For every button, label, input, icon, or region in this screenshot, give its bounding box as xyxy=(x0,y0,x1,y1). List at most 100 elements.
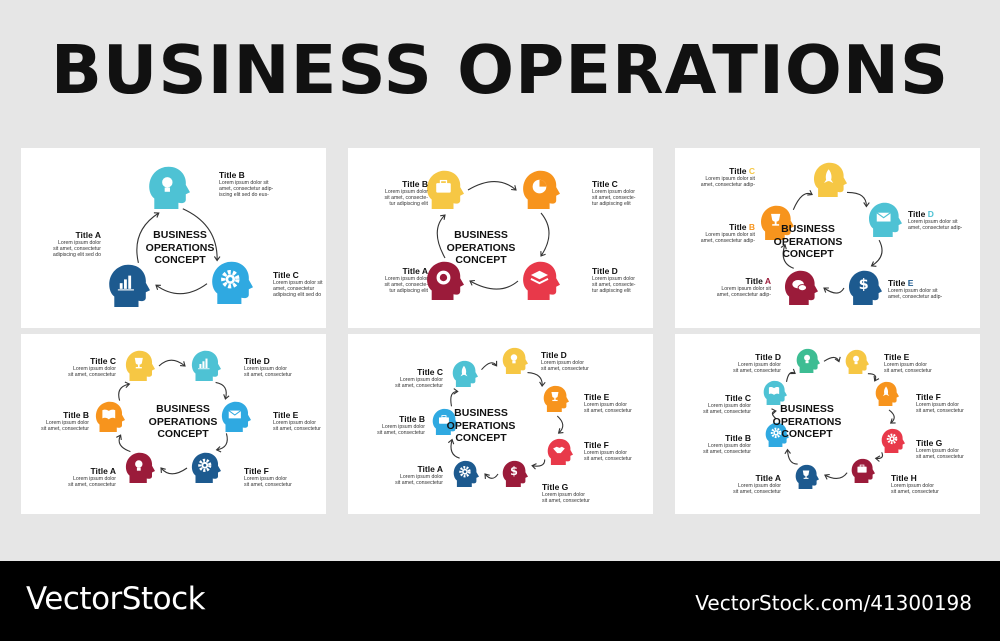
head-mail-icon xyxy=(221,401,251,432)
flow-arrow xyxy=(780,243,794,269)
step-description: amet, consectetur adip- xyxy=(716,292,771,298)
step-description: Lorem ipsum dolor xyxy=(708,403,751,409)
step-description: sit amet, consectetur xyxy=(395,480,443,486)
step-description: Lorem ipsum dolor xyxy=(400,474,443,480)
step-description: Lorem ipsum dolor xyxy=(382,424,425,430)
step-description: Lorem ipsum dolor xyxy=(58,240,101,246)
step-description: sit amet, consectetur xyxy=(703,409,751,415)
gear-icon xyxy=(198,458,212,472)
step-description: sit amet, consectetur xyxy=(703,449,751,455)
flow-arrow xyxy=(874,452,884,462)
step-description: tur adipiscing elit xyxy=(592,201,631,207)
step-title: Title E xyxy=(888,278,914,288)
chart-icon xyxy=(198,358,210,370)
chart-icon xyxy=(117,275,134,291)
trophy-icon xyxy=(771,213,781,226)
gear-icon xyxy=(770,427,782,439)
step-description: Lorem ipsum dolor xyxy=(73,476,116,482)
flow-arrow xyxy=(792,189,813,211)
head-rocket-icon xyxy=(814,162,847,197)
step-description: Lorem ipsum dolor sit xyxy=(721,286,771,292)
step-description: amet, consectetur adip- xyxy=(700,238,755,244)
cycle-diagram xyxy=(95,350,251,483)
head-trophy-icon xyxy=(125,350,155,381)
step-title: Title D xyxy=(592,266,618,276)
step-title: Title B xyxy=(399,414,425,424)
step-title: Title F xyxy=(916,392,941,402)
flow-arrow xyxy=(527,372,546,388)
head-lightbulb-icon xyxy=(125,452,155,483)
concept-line2: OPERATIONS xyxy=(446,241,516,254)
flow-arrow xyxy=(118,381,131,401)
flow-arrow xyxy=(160,467,188,475)
flow-arrow xyxy=(531,459,546,470)
flow-arrow xyxy=(870,239,883,267)
step-description: sit amet, consectetur xyxy=(542,498,590,504)
step-description: Lorem ipsum dolor xyxy=(592,276,635,282)
step-title: Title B xyxy=(219,170,245,180)
cycle-diagram xyxy=(109,166,253,307)
step-description: Lorem ipsum dolor xyxy=(385,276,428,282)
step-description: Lorem ipsum dolor xyxy=(542,492,585,498)
head-trophy-icon xyxy=(543,385,569,412)
step-description: Lorem ipsum dolor xyxy=(584,450,627,456)
step-description: sit amet, consectetur xyxy=(244,482,292,488)
flow-arrow xyxy=(481,360,498,371)
concept-line1: BUSINESS xyxy=(780,403,834,415)
head-chart-icon xyxy=(191,350,221,381)
chat-icon xyxy=(792,279,807,292)
brand-logo: VectorStock xyxy=(26,581,206,617)
step-title: Title E xyxy=(584,392,610,402)
flow-arrow xyxy=(556,415,564,434)
dollar-icon: $ xyxy=(510,465,518,478)
step-description: Lorem ipsum dolor xyxy=(400,377,443,383)
head-lightbulb-icon xyxy=(845,349,869,374)
flow-arrow xyxy=(484,473,499,479)
step-description: sit amet, consectetur xyxy=(916,454,964,460)
layers-icon xyxy=(530,270,549,285)
step-description: sit amet, consectetur xyxy=(884,368,932,374)
lightbulb-icon xyxy=(853,355,860,365)
step-description: Lorem ipsum dolor sit xyxy=(908,219,958,225)
step-title: Title C xyxy=(729,166,755,176)
step-title: Title A xyxy=(417,464,443,474)
step-description: Lorem ipsum dolor xyxy=(884,362,927,368)
gear-icon xyxy=(886,433,898,445)
trophy-icon xyxy=(134,357,143,369)
step-title: Title A xyxy=(745,276,771,286)
step-title: Title A xyxy=(755,473,781,483)
concept-line1: BUSINESS xyxy=(781,223,835,235)
flow-arrow xyxy=(823,356,841,363)
head-trophy-icon xyxy=(795,464,819,489)
head-book-icon xyxy=(95,401,125,432)
head-lightbulb-icon xyxy=(796,348,820,373)
step-description: amet, consectetur adip- xyxy=(908,225,963,231)
head-layers-icon xyxy=(523,261,560,300)
step-description: sit amet, consectetur xyxy=(53,246,101,252)
step-description: tur adipiscing elit xyxy=(389,201,428,207)
step-title: Title C xyxy=(273,270,299,280)
head-mail-icon xyxy=(869,202,902,237)
head-trophy-icon xyxy=(761,205,794,240)
step-title: Title C xyxy=(725,393,751,403)
concept-line2: OPERATIONS xyxy=(145,241,215,254)
briefcase-icon xyxy=(857,464,867,473)
